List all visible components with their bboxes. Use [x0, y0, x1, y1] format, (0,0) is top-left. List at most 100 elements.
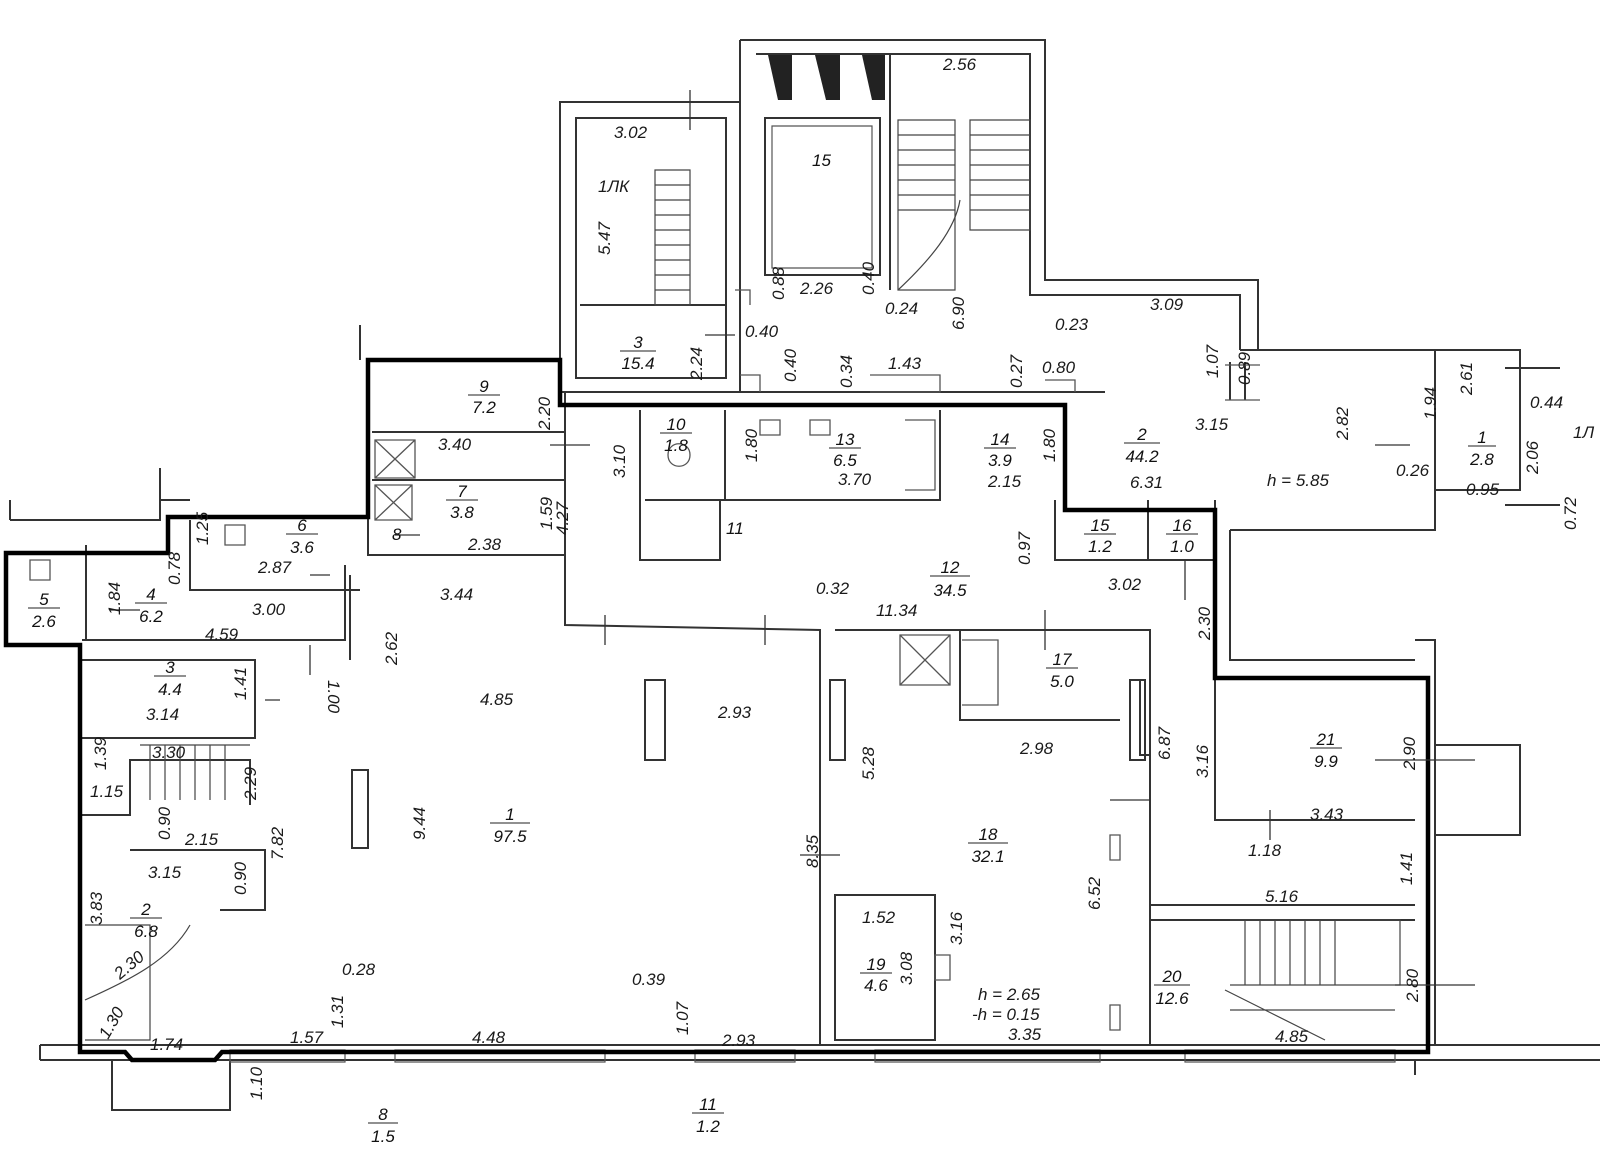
svg-text:6.5: 6.5 — [833, 451, 857, 470]
dim-139: 1.39 — [91, 736, 110, 770]
dim-040c: 0.40 — [781, 348, 800, 382]
dim-261: 2.61 — [1457, 362, 1476, 396]
room-6: 6 3.6 — [286, 516, 318, 557]
room-4: 4 6.2 — [135, 585, 167, 626]
room-17: 17 5.0 — [1046, 650, 1078, 691]
dim-184: 1.84 — [105, 582, 124, 615]
svg-text:2.8: 2.8 — [1469, 450, 1494, 469]
dim-215b: 2.15 — [184, 830, 219, 849]
svg-text:12: 12 — [941, 558, 960, 577]
room-13: 13 6.5 — [829, 430, 861, 470]
room-18: 18 32.1 — [968, 825, 1008, 866]
svg-text:6.8: 6.8 — [134, 922, 158, 941]
dim-330: 3.30 — [152, 743, 186, 762]
dim-027: 0.27 — [1007, 354, 1026, 388]
svg-text:4: 4 — [146, 585, 155, 604]
dim-095: 0.95 — [1466, 480, 1500, 499]
dim-308: 3.08 — [897, 951, 916, 985]
room-8-outside: 8 1.5 — [368, 1105, 398, 1146]
dim-107b: 1.07 — [673, 1001, 692, 1035]
dim-310a: 3.10 — [610, 444, 629, 478]
svg-text:97.5: 97.5 — [493, 827, 527, 846]
dim-944: 9.44 — [410, 807, 429, 840]
dim-448: 4.48 — [472, 1028, 506, 1047]
dim-309: 3.09 — [1150, 295, 1184, 314]
svg-text:21: 21 — [1316, 730, 1336, 749]
svg-text:15: 15 — [1091, 516, 1110, 535]
dim-459: 4.59 — [205, 625, 239, 644]
dim-690: 6.90 — [949, 296, 968, 330]
svg-text:12.6: 12.6 — [1155, 989, 1189, 1008]
lower-stairs — [84, 744, 1401, 1041]
dim-316a: 3.16 — [1193, 744, 1212, 778]
dim-1134: 11.34 — [876, 601, 917, 620]
room-5: 5 2.6 — [28, 590, 60, 631]
dim-118: 1.18 — [1248, 841, 1282, 860]
dim-h585: h = 5.85 — [1267, 471, 1329, 490]
dim-290: 2.90 — [1400, 736, 1419, 771]
dim-078: 0.78 — [165, 551, 184, 585]
dim-370: 3.70 — [838, 470, 872, 489]
dim-032: 0.32 — [816, 579, 850, 598]
svg-text:9: 9 — [479, 377, 489, 396]
room-11: 11 — [726, 519, 744, 538]
dim-040a: 0.40 — [859, 261, 878, 295]
dim-023: 0.23 — [1055, 315, 1089, 334]
room-11-outside: 11 1.2 — [692, 1095, 724, 1136]
svg-text:19: 19 — [867, 955, 886, 974]
dim-343: 3.43 — [1310, 805, 1344, 824]
dim-835: 8.35 — [803, 834, 822, 868]
room-10: 10 1.8 — [660, 415, 692, 455]
label-1l-right: 1Л — [1573, 423, 1594, 442]
fixtures — [29, 289, 1121, 1031]
svg-text:3.6: 3.6 — [290, 538, 314, 557]
dim-089: 0.89 — [1235, 351, 1254, 385]
room-15-upper: 15 — [812, 151, 831, 170]
svg-text:5: 5 — [39, 590, 49, 609]
dim-130: 1.30 — [95, 1003, 128, 1042]
dim-194: 1.94 — [1421, 387, 1440, 420]
svg-text:2: 2 — [140, 900, 151, 919]
room-labels: 3 15.4 9 7.2 10 1.8 13 6.5 14 3.9 2 44.2 — [28, 333, 1496, 1146]
premises-boundary — [3, 357, 1431, 1063]
svg-text:32.1: 32.1 — [971, 847, 1004, 866]
svg-text:44.2: 44.2 — [1125, 447, 1159, 466]
dim-034: 0.34 — [837, 355, 856, 388]
dim-215a: 2.15 — [987, 472, 1022, 491]
room-14: 14 3.9 — [984, 430, 1016, 470]
svg-text:7.2: 7.2 — [472, 398, 496, 417]
dim-159: 1.59 — [537, 496, 556, 530]
room-15: 15 1.2 — [1084, 516, 1116, 556]
svg-text:6.2: 6.2 — [139, 607, 163, 626]
svg-text:1.8: 1.8 — [664, 436, 688, 455]
dim-316b: 3.16 — [947, 911, 966, 945]
svg-text:34.5: 34.5 — [933, 581, 967, 600]
dim-344: 3.44 — [440, 585, 473, 604]
dim-315b: 3.15 — [148, 863, 182, 882]
room-21: 21 9.9 — [1310, 730, 1342, 771]
dim-110: 1.10 — [247, 1066, 266, 1100]
dim-174: 1.74 — [150, 1035, 183, 1054]
dim-h265: h = 2.65 — [978, 985, 1040, 1004]
dim-229: 2.29 — [241, 766, 260, 801]
dim-485: 4.85 — [480, 690, 514, 709]
dim-383: 3.83 — [87, 891, 106, 925]
dim-100: 1.00 — [324, 680, 343, 714]
svg-text:7: 7 — [457, 482, 467, 501]
dim-088: 0.88 — [769, 266, 788, 300]
dim-143: 1.43 — [888, 354, 922, 373]
dim-516: 5.16 — [1265, 887, 1299, 906]
label-1lk: 1ЛК — [598, 177, 630, 196]
room-1-right: 1 2.8 — [1468, 428, 1496, 469]
dim-226: 2.26 — [799, 279, 834, 298]
dim-287: 2.87 — [257, 558, 292, 577]
dim-026: 0.26 — [1396, 461, 1430, 480]
dim-072: 0.72 — [1561, 496, 1580, 530]
svg-text:1.2: 1.2 — [696, 1117, 720, 1136]
dim-782: 7.82 — [268, 826, 287, 860]
main-walls — [9, 325, 1600, 1111]
room-16: 16 1.0 — [1166, 516, 1198, 556]
dim-097: 0.97 — [1015, 531, 1034, 565]
room-3: 3 4.4 — [154, 658, 186, 699]
